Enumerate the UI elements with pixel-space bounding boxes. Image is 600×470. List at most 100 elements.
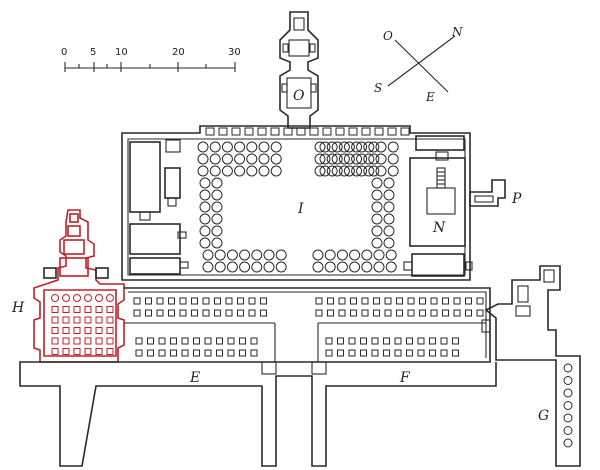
portico-pillar: [350, 297, 357, 305]
portico-pillar: [396, 297, 403, 305]
hall-h-column: [106, 348, 114, 355]
portico-pillar: [315, 297, 323, 305]
court-column: [197, 165, 209, 177]
court-column: [314, 165, 326, 177]
east-annex: G: [481, 265, 581, 467]
court-column: [383, 225, 395, 237]
court-column: [343, 153, 355, 165]
court-column: [211, 201, 223, 213]
annex-column: [563, 363, 573, 373]
portico-pillar: [350, 309, 357, 317]
battlement-block: [257, 127, 267, 136]
portico-pillar: [440, 349, 448, 357]
portico-pillar: [384, 297, 392, 305]
compass-north: N: [451, 25, 463, 39]
court-column: [383, 189, 395, 201]
court-column: [221, 165, 233, 177]
annex-column: [563, 388, 573, 398]
portico-pillar: [373, 309, 380, 317]
court-column: [239, 249, 251, 261]
portico-pillar: [204, 349, 212, 357]
court-column: [263, 249, 275, 261]
court-column: [363, 153, 375, 165]
court-column: [371, 201, 383, 213]
hall-h-column: [73, 306, 81, 313]
court-column: [338, 141, 350, 153]
portico-pillar: [327, 297, 334, 305]
portico-pillar: [430, 297, 438, 305]
battlement-block: [361, 127, 371, 136]
portico-pillar: [361, 297, 369, 305]
portico-pillar: [360, 349, 367, 357]
court-column: [199, 189, 211, 201]
portico-pillar: [396, 309, 403, 317]
portico-pillar: [147, 349, 154, 357]
portico-pillar: [419, 297, 426, 305]
scale-tick-10: 10: [115, 47, 128, 58]
court-column: [226, 261, 238, 273]
left-hall-h: H: [11, 209, 125, 363]
portico-pillar: [260, 309, 267, 317]
label-corridor-e: E: [189, 370, 200, 386]
hall-h-columns: [51, 294, 114, 355]
battlement-block: [374, 127, 384, 136]
hall-h-column: [73, 327, 81, 334]
portico-pillar: [179, 309, 187, 317]
scale-tick-20: 20: [172, 47, 185, 58]
portico-pillar: [440, 337, 448, 345]
court-column: [246, 165, 258, 177]
hall-h-column: [84, 306, 92, 313]
hall-h-column: [73, 294, 81, 302]
annex-column: [563, 413, 573, 423]
portico-pillar: [417, 349, 425, 357]
court-column: [343, 141, 355, 153]
portico-pillar: [193, 349, 200, 357]
court-column: [214, 249, 226, 261]
court-column: [319, 153, 331, 165]
portico-pillar: [394, 337, 402, 345]
compass-rose: N O S E: [374, 25, 463, 104]
portico-pillar: [327, 309, 334, 317]
battlement-block: [270, 127, 280, 136]
portico-pillar: [227, 337, 235, 345]
court-column: [202, 261, 214, 273]
hall-h-column: [106, 327, 114, 334]
hall-h-column: [51, 348, 59, 355]
portico-pillar: [465, 309, 472, 317]
portico-pillar: [476, 297, 484, 305]
portico-pillar: [168, 309, 175, 317]
court-column: [312, 261, 324, 273]
court-column: [226, 249, 238, 261]
hall-h-column: [84, 316, 92, 324]
court-column: [373, 249, 385, 261]
portico-pillar: [145, 297, 152, 305]
court-column: [356, 153, 368, 165]
portico-pillar: [348, 337, 356, 345]
court-column: [258, 153, 270, 165]
court-column: [258, 141, 270, 153]
hall-h-column: [95, 348, 103, 355]
court-column: [385, 261, 397, 273]
portico-pillar: [361, 309, 369, 317]
hall-h-column: [51, 337, 59, 345]
court-column: [351, 153, 363, 165]
hall-h-column: [73, 348, 81, 355]
court-column: [363, 141, 375, 153]
battlement-block: [400, 127, 410, 136]
court-column: [246, 141, 258, 153]
portico-pillar: [325, 337, 333, 345]
portico-pillar: [406, 349, 413, 357]
portico-pillar: [191, 309, 198, 317]
court-column: [326, 141, 338, 153]
court-column: [246, 153, 258, 165]
court-column: [251, 261, 263, 273]
portico-pillar: [156, 297, 164, 305]
portico-pillar: [429, 337, 436, 345]
hall-h-column: [84, 348, 92, 355]
court-column: [351, 141, 363, 153]
court-column: [356, 165, 368, 177]
court-column: [214, 261, 226, 273]
court-column: [209, 153, 221, 165]
court-column: [275, 261, 287, 273]
court-column: [383, 177, 395, 189]
